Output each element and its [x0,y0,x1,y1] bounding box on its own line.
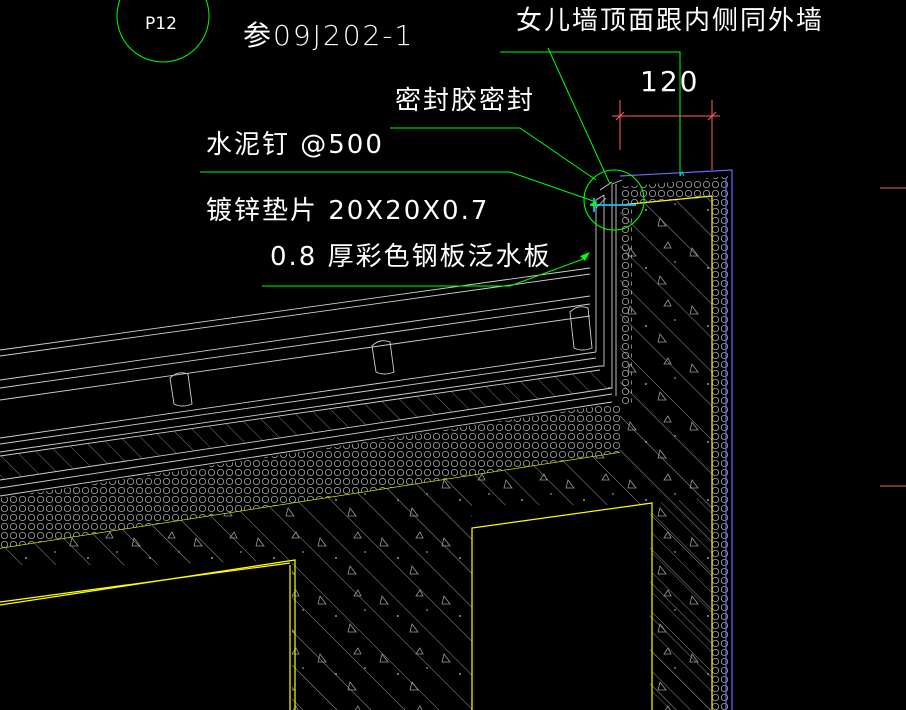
dimension-120 [612,100,720,170]
sealant-label: 密封胶密封 [395,86,536,116]
screed-hatch [0,370,612,480]
detail-circle [583,169,645,231]
cement-nail-label: 水泥钉 @500 [206,130,384,160]
outer-facing [619,169,733,710]
detail-marker-label: P12 [145,14,177,34]
wall-strip-hatch [652,497,712,710]
roof-tiles [169,306,593,407]
flashing-leader-arrow [580,252,590,261]
parapet-upturn [595,179,623,396]
nail-leader-arrow [590,201,596,208]
dimension-value: 120 [640,65,700,98]
parapet-note: 女儿墙顶面跟内侧同外墙 [516,6,825,36]
washer-label: 镀锌垫片 20X20X0.7 [206,196,490,226]
leader-lines [116,0,681,287]
reference-text: 参09J202-1 [243,19,415,52]
edge-marks [880,187,906,487]
flashing-label: 0.8 厚彩色钢板泛水板 [270,242,552,272]
facing-marker [679,170,685,177]
wall-openings [0,504,650,710]
